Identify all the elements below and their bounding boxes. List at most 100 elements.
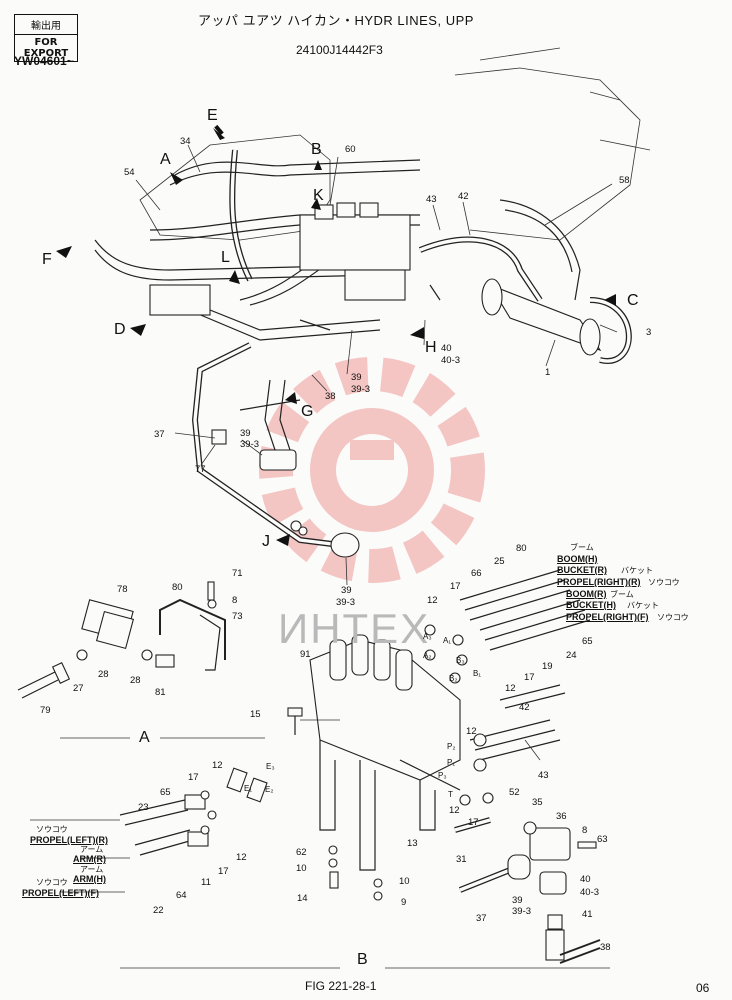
serial-range: YW04601~ [14, 54, 74, 68]
part-number: 12 [466, 726, 477, 737]
view-letter-k: K [313, 187, 324, 204]
part-number: 12 [236, 852, 247, 863]
part-number: 40 [441, 343, 452, 354]
view-letter-j: J [262, 533, 270, 550]
hose-label-propel-right-f: PROPEL(RIGHT)(F) [566, 612, 649, 622]
part-number: 17 [218, 866, 229, 877]
port-label: A₃ [423, 632, 432, 641]
part-code: 24100J14442F3 [296, 43, 383, 57]
hose-label-jp: バケット [627, 601, 659, 610]
hose-label-arm-h: ARM(H) [73, 874, 106, 884]
part-number: 39-3 [351, 384, 371, 395]
part-number: 23 [138, 802, 149, 813]
part-number: 65 [582, 636, 593, 647]
part-number: 37 [476, 913, 487, 924]
part-number: 1 [545, 367, 551, 378]
hose-label-jp: ソウコウ [36, 825, 68, 834]
left-hose-fittings [30, 767, 268, 893]
part-number: 43 [426, 194, 437, 205]
part-number: 81 [155, 687, 166, 698]
part-number: 66 [471, 568, 482, 579]
part-number: 10 [296, 863, 307, 874]
port-label: E₁ [244, 784, 253, 793]
hose-label-boom-h: BOOM(H) [557, 554, 598, 564]
hose-label-jp: ソウコウ [648, 578, 680, 587]
part-number: 78 [117, 584, 128, 595]
hose-label-jp: アーム [80, 845, 104, 854]
part-number: 17 [524, 672, 535, 683]
hose-label-bucket-h: BUCKET(H) [566, 600, 616, 610]
part-number: 17 [188, 772, 199, 783]
part-number: 39-3 [336, 597, 356, 608]
watermark-text: ИНТЕХ [278, 605, 431, 652]
part-number: 77 [195, 464, 206, 475]
part-number: 39 [240, 428, 251, 439]
part-number: 58 [619, 175, 630, 186]
part-number: 60 [345, 144, 356, 155]
part-number: 40-3 [580, 887, 600, 898]
part-number: 24 [566, 650, 577, 661]
part-number: 36 [556, 811, 567, 822]
part-number: 39 [351, 372, 362, 383]
part-number: 42 [458, 191, 469, 202]
part-number: 25 [494, 556, 505, 567]
section-b-fittings [120, 821, 610, 969]
part-number: 34 [180, 136, 191, 147]
part-number: 11 [201, 877, 211, 888]
part-number: 71 [232, 568, 243, 579]
port-label: A₁ [443, 636, 452, 645]
hose-label-jp: ブーム [570, 543, 594, 552]
part-number: 12 [449, 805, 460, 816]
part-number: 39-3 [240, 439, 260, 450]
part-number: 17 [468, 817, 479, 828]
part-number: 17 [450, 581, 461, 592]
leader-lines-upper [135, 144, 618, 586]
part-number: 80 [172, 582, 183, 593]
part-number: 28 [98, 669, 109, 680]
part-number: 63 [597, 834, 608, 845]
part-number: 79 [40, 705, 51, 716]
part-number: 65 [160, 787, 171, 798]
section-a-parts [17, 581, 265, 739]
section-label-b: B [357, 951, 368, 968]
part-number: 27 [73, 683, 84, 694]
part-number: 64 [176, 890, 187, 901]
figure-reference: FIG 221-28-1 [305, 979, 377, 993]
hose-label-bucket-r: BUCKET(R) [557, 565, 607, 575]
stamp-bottom: FOR EXPORT [15, 34, 77, 61]
view-letter-f: F [42, 251, 52, 268]
view-arrows [56, 124, 616, 546]
port-label: B₂ [449, 674, 458, 683]
port-label: P₂ [447, 742, 456, 751]
stamp-top: 輸出用 [31, 21, 61, 32]
view-letter-h: H [425, 339, 437, 356]
export-stamp: 輸出用 FOR EXPORT [14, 14, 78, 62]
part-number: 40-3 [441, 355, 461, 366]
part-number: 43 [538, 770, 549, 781]
port-label: E₂ [265, 785, 274, 794]
section-b-misc [399, 684, 566, 791]
upper-control-valve [149, 202, 411, 316]
view-letter-g: G [301, 403, 314, 420]
part-number: 62 [296, 847, 307, 858]
hose-label-propel-left-r: PROPEL(LEFT)(R) [30, 835, 108, 845]
hose-label-propel-right-r: PROPEL(RIGHT)(R) [557, 577, 641, 587]
part-number: 15 [250, 709, 261, 720]
port-label: P₁ [447, 758, 456, 767]
swivel-hoses [191, 342, 360, 558]
part-number: 3 [646, 327, 652, 338]
hose-label-arm-r: ARM(R) [73, 854, 106, 864]
part-number: 54 [124, 167, 135, 178]
part-number: 8 [232, 595, 238, 606]
view-letter-l: L [221, 249, 230, 266]
port-label: A₂ [423, 651, 432, 660]
part-number: 19 [542, 661, 553, 672]
view-letter-c: C [627, 292, 639, 309]
part-number: 35 [532, 797, 543, 808]
part-number: 12 [427, 595, 438, 606]
hose-label-jp: ブーム [610, 590, 634, 599]
view-letter-d: D [114, 321, 126, 338]
part-number: 31 [456, 854, 467, 865]
part-number: 42 [519, 702, 530, 713]
view-letter-a: A [160, 151, 171, 168]
